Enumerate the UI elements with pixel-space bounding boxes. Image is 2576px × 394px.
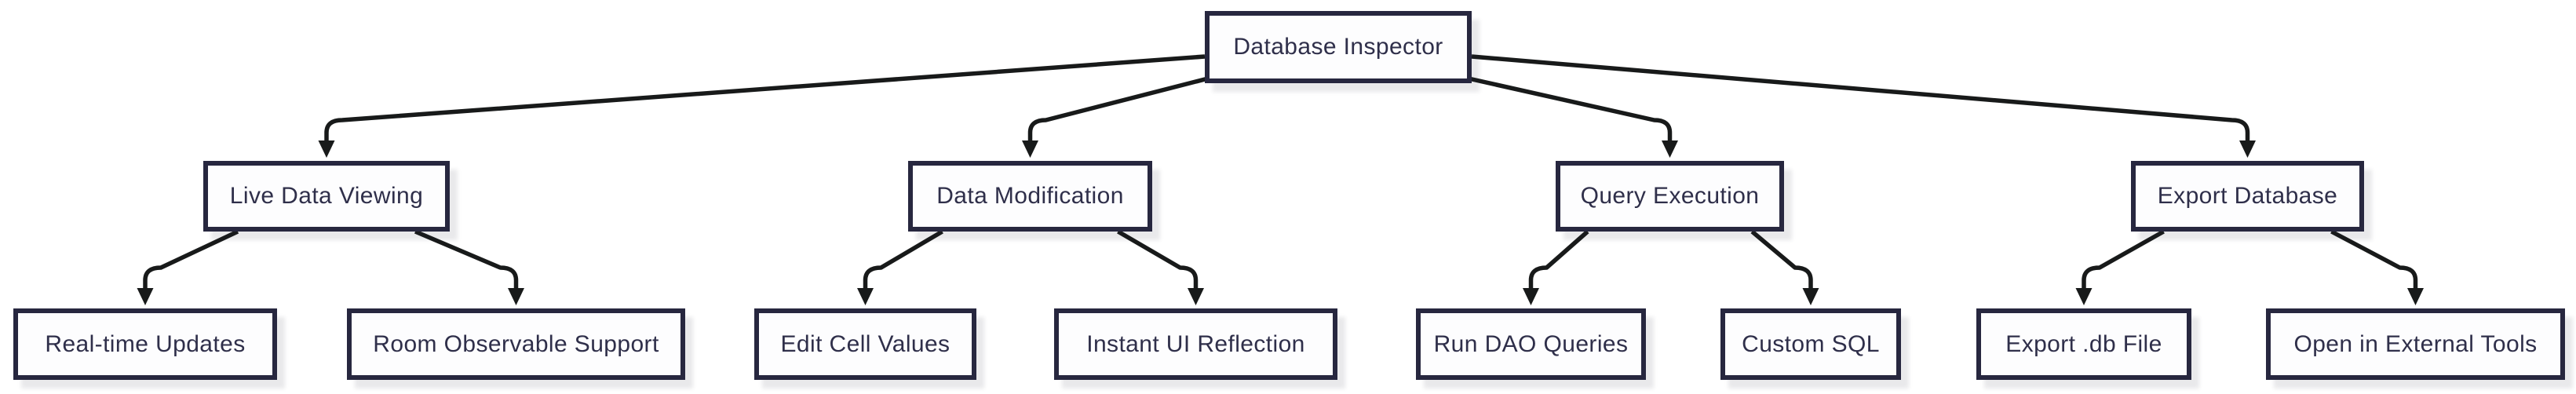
edge-export-to-open (2330, 229, 2418, 290)
node-database-inspector: Database Inspector (1205, 11, 1472, 83)
node-label: Open in External Tools (2293, 330, 2538, 357)
node-label: Query Execution (1580, 183, 1760, 209)
node-label: Export .db File (2005, 330, 2162, 357)
edge-datamod-to-edit (863, 229, 943, 290)
node-edit-cell-values: Edit Cell Values (754, 308, 976, 380)
arrowhead-icon (2239, 140, 2256, 158)
edge-live-to-room (414, 229, 519, 290)
node-data-modification: Data Modification (908, 161, 1152, 232)
node-export-database: Export Database (2131, 161, 2364, 232)
arrowhead-icon (508, 288, 524, 305)
node-label: Edit Cell Values (780, 330, 950, 357)
node-real-time-updates: Real-time Updates (13, 308, 277, 380)
node-label: Live Data Viewing (229, 183, 424, 209)
node-live-data-viewing: Live Data Viewing (203, 161, 450, 232)
node-instant-ui-reflection: Instant UI Reflection (1054, 308, 1337, 380)
node-room-observable-support: Room Observable Support (347, 308, 685, 380)
arrowhead-icon (1662, 140, 1678, 158)
arrowhead-icon (318, 140, 335, 158)
edge-query-to-rundao (1528, 229, 1589, 290)
edge-root-to-live (324, 54, 1206, 142)
node-label: Custom SQL (1742, 330, 1880, 357)
arrowhead-icon (1523, 288, 1539, 305)
arrowhead-icon (1188, 288, 1204, 305)
node-run-dao-queries: Run DAO Queries (1416, 308, 1646, 380)
arrowhead-icon (1802, 288, 1819, 305)
edge-root-to-query (1468, 76, 1673, 142)
edge-query-to-custom (1750, 229, 1813, 290)
node-label: Run DAO Queries (1433, 330, 1629, 357)
node-custom-sql: Custom SQL (1720, 308, 1901, 380)
node-label: Data Modification (936, 183, 1124, 209)
node-query-execution: Query Execution (1556, 161, 1784, 232)
edge-root-to-datamod (1027, 76, 1209, 142)
edge-live-to-realtime (143, 229, 239, 290)
edge-export-to-exportdb (2082, 229, 2165, 290)
node-label: Database Inspector (1233, 34, 1443, 60)
arrowhead-icon (2407, 288, 2424, 305)
arrowhead-icon (137, 288, 154, 305)
node-open-in-external-tools: Open in External Tools (2266, 308, 2565, 380)
node-label: Export Database (2157, 183, 2338, 209)
arrowhead-icon (2075, 288, 2093, 305)
node-label: Instant UI Reflection (1086, 330, 1305, 357)
node-label: Real-time Updates (45, 330, 246, 357)
node-export-db-file: Export .db File (1976, 308, 2191, 380)
arrowhead-icon (857, 288, 874, 305)
edge-datamod-to-instant (1117, 229, 1199, 290)
arrowhead-icon (1022, 140, 1038, 158)
node-label: Room Observable Support (373, 330, 659, 357)
edge-root-to-export (1471, 54, 2250, 142)
